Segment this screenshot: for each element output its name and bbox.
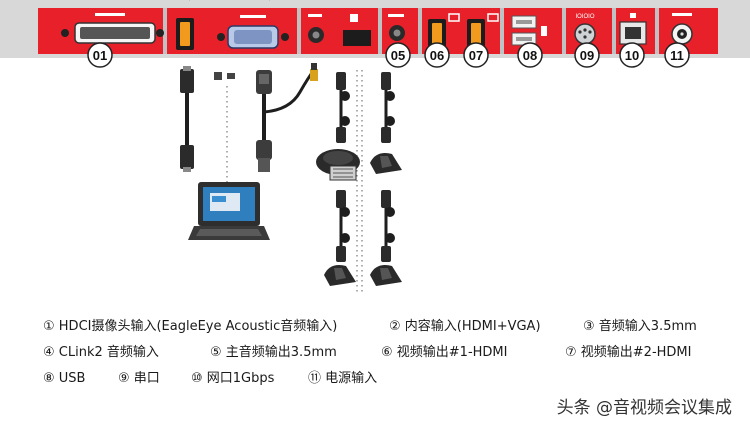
legend-item-7: ⑦ 视频输出#2-HDMI xyxy=(565,345,692,360)
rear-panel: IOIOIO xyxy=(0,0,750,58)
clink-cable-col2-icon xyxy=(381,72,395,143)
rear-panel-diagram: IOIOIO 01 05 06 07 08 09 10 11 xyxy=(0,0,750,292)
port-badge-label: 01 xyxy=(93,48,107,63)
panel-silver-dividers xyxy=(163,8,659,54)
content-vga-port xyxy=(217,15,289,49)
speakerphone-icon xyxy=(316,149,360,181)
microphone-col2-icon xyxy=(370,153,402,174)
legend-item-2: ② 内容输入(HDMI+VGA) xyxy=(389,319,541,334)
port-badge-10: 10 xyxy=(619,42,645,68)
port-badge-09: 09 xyxy=(574,42,600,68)
serial-port: IOIOIO xyxy=(574,14,596,45)
lan-port xyxy=(619,13,647,45)
legend-item-4: ④ CLink2 音频输入 xyxy=(43,345,159,360)
port-badge-07: 07 xyxy=(463,42,489,68)
port-badge-08: 08 xyxy=(517,42,543,68)
laptop-icon xyxy=(188,182,270,240)
microphone-icon xyxy=(324,265,356,286)
hdmi-out-2-port xyxy=(467,13,499,51)
port-badge-06: 06 xyxy=(424,42,450,68)
vga-cable-icon xyxy=(214,70,272,172)
usb-ports xyxy=(511,15,547,46)
dotted-guides xyxy=(226,70,363,292)
hdmi-cable-icon xyxy=(180,66,194,172)
legend-item-3: ③ 音频输入3.5mm xyxy=(583,319,697,334)
clink-cable-col2-lower-icon xyxy=(381,190,395,262)
port-badge-11: 11 xyxy=(664,42,690,68)
serial-port-label: IOIOIO xyxy=(575,14,594,20)
clink-cable-icon xyxy=(336,72,350,143)
legend-item-11: ⑪ 电源输入 xyxy=(308,371,378,386)
port-badge-label: 08 xyxy=(523,48,537,63)
port-badge-label: 10 xyxy=(625,48,639,63)
legend-item-5: ⑤ 主音频输出3.5mm xyxy=(210,345,337,360)
legend-row-1: ① HDCI摄像头输入(EagleEye Acoustic音频输入) ② 内容输… xyxy=(43,318,743,344)
legend-item-8: ⑧ USB xyxy=(43,371,86,386)
content-hdmi-in-port xyxy=(176,18,194,50)
audio-out-35mm-port xyxy=(388,14,405,41)
port-badge-label: 07 xyxy=(469,48,483,63)
port-legend: ① HDCI摄像头输入(EagleEye Acoustic音频输入) ② 内容输… xyxy=(43,318,743,396)
port-badge-label: 11 xyxy=(670,48,684,63)
clink2-port xyxy=(343,14,371,46)
port-badge-label: 09 xyxy=(580,48,594,63)
port-badge-label: 05 xyxy=(391,48,405,63)
hdmi-out-1-port xyxy=(428,13,460,51)
port-badge-label: 06 xyxy=(430,48,444,63)
clink-cable-lower-icon xyxy=(336,190,350,262)
audio-cable-icon xyxy=(263,63,318,114)
audio-in-35mm-port xyxy=(308,14,324,43)
legend-item-9: ⑨ 串口 xyxy=(118,371,160,386)
microphone-col2-lower-icon xyxy=(370,265,402,286)
hdci-camera-port xyxy=(61,13,164,44)
watermark: 头条 @音视频会议集成 xyxy=(556,398,732,418)
legend-item-1: ① HDCI摄像头输入(EagleEye Acoustic音频输入) xyxy=(43,319,338,334)
port-badge-01: 01 xyxy=(87,42,113,68)
legend-row-2: ④ CLink2 音频输入 ⑤ 主音频输出3.5mm ⑥ 视频输出#1-HDMI… xyxy=(43,344,743,370)
port-number-badges: 01 05 06 07 08 09 10 11 xyxy=(87,42,690,68)
legend-item-10: ⑩ 网口1Gbps xyxy=(191,371,275,386)
legend-row-3: ⑧ USB ⑨ 串口 ⑩ 网口1Gbps ⑪ 电源输入 xyxy=(43,370,743,396)
port-badge-05: 05 xyxy=(385,42,411,68)
legend-item-6: ⑥ 视频输出#1-HDMI xyxy=(381,345,508,360)
